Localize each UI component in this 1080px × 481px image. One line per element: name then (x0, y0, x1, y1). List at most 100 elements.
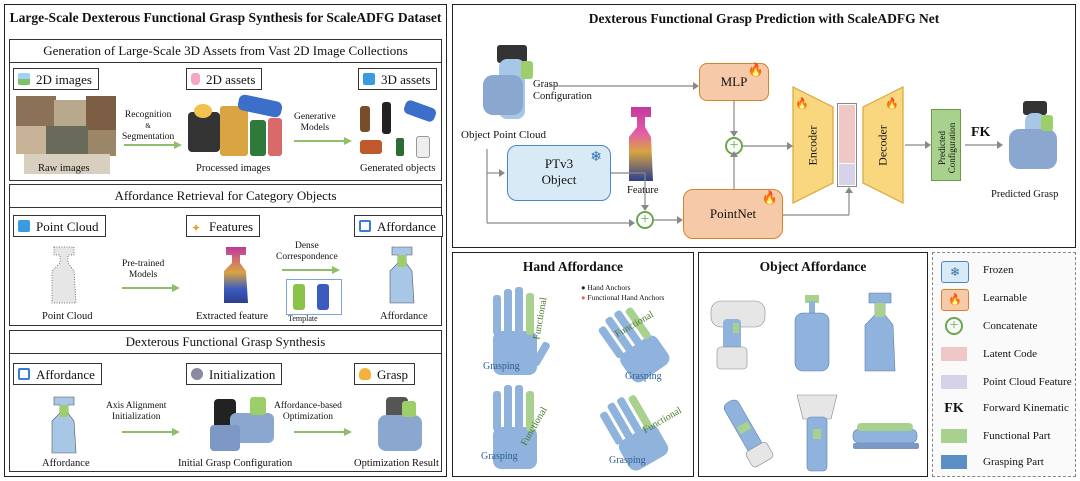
object-input-render (481, 45, 545, 125)
fire-icon: 🔥 (941, 289, 969, 311)
tag-affordance: Affordance (354, 215, 443, 237)
arrow-recognition (124, 141, 182, 149)
tag-2d-assets: 2D assets (186, 68, 263, 90)
object-flashlight (723, 399, 774, 468)
object-drill (710, 300, 766, 370)
fk-label: FK (971, 125, 991, 140)
tag-point-cloud: Point Cloud (13, 215, 106, 237)
section-asset-generation: Generation of Large-Scale 3D Assets from… (9, 39, 442, 181)
label-object-point-cloud: Object Point Cloud (461, 129, 546, 141)
tag-grasp: Grasp (354, 363, 416, 385)
section-grasp-synthesis-header: Dexterous Functional Grasp Synthesis (10, 331, 441, 354)
legend-label: Concatenate (983, 320, 1038, 332)
pcf-swatch (941, 375, 967, 389)
tag-2d-images: 2D images (13, 68, 99, 90)
arrow-optimization (294, 428, 352, 436)
object-affordance-panel: Object Affordance (698, 252, 928, 477)
hand-render-1 (493, 287, 550, 375)
arrow-generative (294, 137, 352, 145)
arrow-axis (122, 428, 180, 436)
hand-render-3 (493, 385, 537, 469)
object-stapler (852, 423, 919, 449)
hand-icon (359, 368, 371, 380)
tag-3d-assets: 3D assets (358, 68, 438, 90)
fire-icon: 🔥 (761, 190, 778, 205)
tag-label: 3D assets (381, 72, 431, 87)
section-grasp-synthesis: Dexterous Functional Grasp Synthesis Aff… (9, 330, 442, 472)
right-panel-title: Dexterous Functional Grasp Prediction wi… (588, 11, 940, 26)
cube-icon (18, 220, 30, 232)
section-asset-generation-header: Generation of Large-Scale 3D Assets from… (10, 40, 441, 63)
latent-swatch (941, 347, 967, 361)
tag-label: Grasp (377, 367, 409, 382)
grasping-swatch (941, 455, 967, 469)
label-feature: Feature (627, 185, 659, 196)
left-panel: Large-Scale Dexterous Functional Grasp S… (4, 4, 447, 477)
tag-affordance-3: Affordance (13, 363, 102, 385)
tag-features: ✦Features (186, 215, 261, 237)
label-grasping-4: Grasping (609, 455, 646, 466)
spray-bottle-affordance-3 (51, 396, 77, 454)
legend-label: Forward Kinematic (983, 402, 1069, 414)
predicted-grasp-render (1005, 101, 1065, 181)
caption-affordance-3: Affordance (42, 458, 90, 469)
encoder-shape (792, 86, 834, 204)
fire-icon: 🔥 (795, 98, 809, 110)
label-grasping-1: Grasping (483, 361, 520, 372)
tag-label: Features (209, 219, 254, 234)
hand-affordance-panel: Hand Affordance ● Hand Anchors ● Functio… (452, 252, 694, 477)
right-panel: Dexterous Functional Grasp Prediction wi… (452, 4, 1076, 248)
object-pump-bottle (794, 295, 830, 372)
raw-images-collage (16, 96, 116, 174)
snowflake-icon: ❄ (941, 261, 969, 283)
arrow-label-recognition: Recognition&Segmentation (122, 110, 175, 142)
mlp-label: MLP (720, 74, 748, 89)
tag-label: 2D images (36, 72, 92, 87)
tag-label: 2D assets (206, 72, 256, 87)
tag-label: Initialization (209, 367, 276, 382)
legend-label: Learnable (983, 292, 1027, 304)
processed-images (186, 93, 286, 164)
legend-label: Grasping Part (983, 456, 1044, 468)
template-thumbnail (286, 279, 342, 315)
arrow-dense (282, 266, 340, 274)
legend-label: Point Cloud Feature (983, 376, 1072, 388)
object-affordance-title: Object Affordance (759, 259, 867, 274)
object-mug (796, 394, 838, 472)
tag-label: Affordance (377, 219, 436, 234)
caption-raw-images: Raw images (38, 163, 90, 174)
label-grasping-2: Grasping (625, 371, 662, 382)
spray-bottle-affordance (389, 246, 415, 304)
connector-lines (486, 82, 1003, 227)
section-affordance-retrieval: Affordance Retrieval for Category Object… (9, 184, 443, 326)
functional-swatch (941, 429, 967, 443)
decoder-shape (862, 86, 904, 204)
arrow-pretrained (122, 284, 180, 292)
object-spray-bottle (864, 292, 896, 372)
left-panel-title: Large-Scale Dexterous Functional Grasp S… (9, 10, 442, 25)
latent-vector (837, 103, 857, 187)
hand-legend: ● Hand Anchors ● Functional Hand Anchors (581, 283, 664, 303)
concat-circle-bottom: + (636, 211, 654, 229)
gear-icon (191, 368, 203, 380)
caption-processed-images: Processed images (196, 163, 271, 174)
concat-icon: + (945, 317, 963, 335)
tag-label: Point Cloud (36, 219, 99, 234)
section-affordance-retrieval-header: Affordance Retrieval for Category Object… (10, 185, 441, 208)
tag-initialization: Initialization (186, 363, 283, 385)
bottle-icon (191, 73, 200, 85)
spray-bottle-point-cloud (51, 246, 77, 304)
hand-render-4 (600, 395, 669, 471)
cube-icon (363, 73, 375, 85)
caption-point-cloud: Point Cloud (42, 311, 93, 322)
fire-icon: 🔥 (885, 98, 899, 110)
fk-symbol: FK (944, 401, 964, 416)
snowflake-icon: ❄ (590, 150, 602, 165)
